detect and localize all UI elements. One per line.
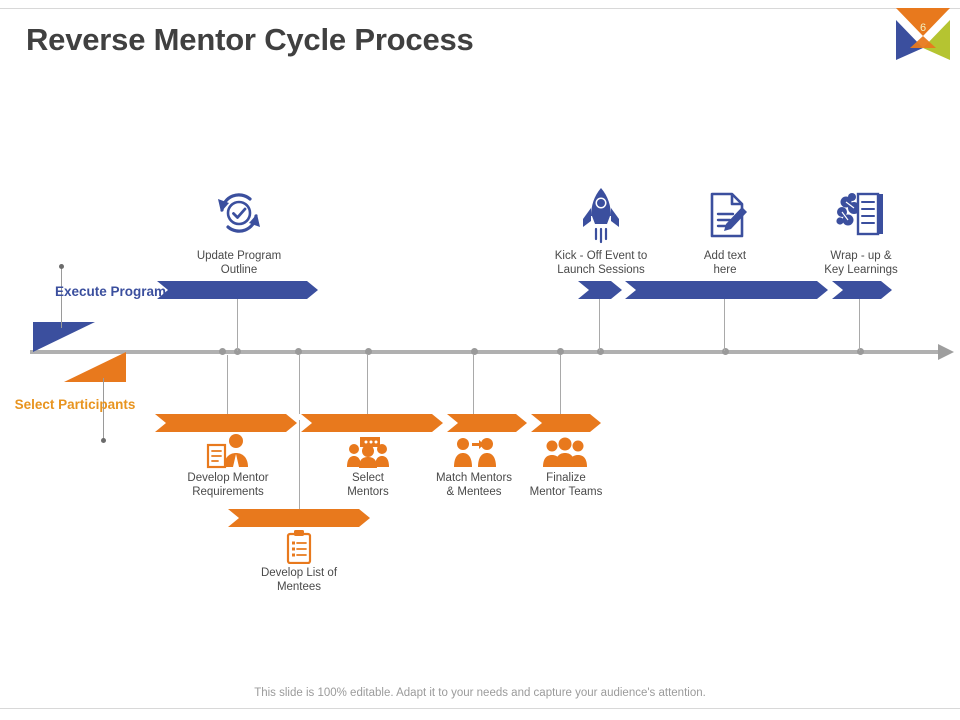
branch-triangle-blue: [33, 322, 95, 352]
axis-tick: [295, 348, 302, 355]
select-branch-stem: [103, 378, 104, 440]
branch-triangle-orange: [64, 352, 126, 382]
chevron-match-mentors-mentees[interactable]: [447, 414, 527, 432]
step-label-match-mentors-mentees: Match Mentors & Mentees: [435, 472, 513, 498]
chevron-body: [531, 414, 601, 432]
logo-number: 6: [919, 22, 927, 34]
chevron-wrap-up-key-learnings[interactable]: [832, 281, 892, 299]
chevron-body: [447, 414, 527, 432]
axis-tick: [365, 348, 372, 355]
step-label-kick-off-event: Kick - Off Event to Launch Sessions: [554, 250, 648, 276]
chevron-kick-off-event[interactable]: [578, 281, 622, 299]
people-discussion-icon: [346, 435, 390, 469]
bottom-divider: [0, 708, 960, 709]
document-pen-icon: [706, 190, 750, 240]
axis-tick: [219, 348, 226, 355]
chevron-add-text-here[interactable]: [625, 281, 828, 299]
logo-triangles-icon: [896, 8, 950, 60]
chevron-body: [228, 509, 370, 527]
person-document-icon: [206, 433, 250, 471]
chevron-body: [625, 281, 828, 299]
chevron-body: [578, 281, 622, 299]
two-people-arrow-icon: [453, 437, 497, 469]
timeline-arrowhead-icon: [938, 344, 954, 360]
connector-stem: [599, 299, 600, 351]
chevron-finalize-mentor-teams[interactable]: [531, 414, 601, 432]
book-brain-icon: [836, 190, 886, 238]
step-label-add-text-here: Add text here: [703, 250, 747, 276]
step-label-develop-list-of-mentees: Develop List of Mentees: [260, 567, 338, 593]
chevron-body: [832, 281, 892, 299]
axis-tick: [234, 348, 241, 355]
rocket-icon: [578, 186, 624, 246]
step-label-finalize-mentor-teams: Finalize Mentor Teams: [529, 472, 603, 498]
refresh-check-icon: [214, 188, 264, 238]
execute-branch-dot: [59, 264, 64, 269]
connector-stem: [367, 355, 368, 414]
connector-stem: [724, 299, 725, 351]
select-branch-dot: [101, 438, 106, 443]
logo: 6: [892, 8, 954, 60]
step-label-select-mentors: Select Mentors: [347, 472, 389, 498]
step-label-update-program-outline: Update Program Outline: [196, 250, 282, 276]
step-label-develop-mentor-requirements: Develop Mentor Requirements: [187, 472, 269, 498]
execute-branch-stem: [61, 268, 62, 328]
chevron-body: [157, 281, 318, 299]
timeline-axis: [30, 350, 943, 354]
chevron-develop-mentor-requirements[interactable]: [155, 414, 297, 432]
connector-stem: [299, 420, 300, 509]
branch-label-execute-program: Execute Program: [55, 284, 167, 299]
chevron-update-program-outline[interactable]: [157, 281, 318, 299]
footer-note: This slide is 100% editable. Adapt it to…: [254, 687, 706, 699]
axis-tick: [597, 348, 604, 355]
connector-stem: [299, 355, 300, 414]
branch-label-select-participants: Select Participants: [14, 397, 136, 412]
axis-tick: [722, 348, 729, 355]
chevron-develop-list-of-mentees[interactable]: [228, 509, 370, 527]
axis-tick: [471, 348, 478, 355]
connector-stem: [560, 355, 561, 414]
step-label-wrap-up-key-learnings: Wrap - up & Key Learnings: [824, 250, 898, 276]
clipboard-list-icon: [286, 530, 312, 564]
connector-stem: [473, 355, 474, 414]
connector-stem: [227, 355, 228, 414]
axis-tick: [557, 348, 564, 355]
top-divider: [0, 8, 960, 9]
chevron-select-mentors[interactable]: [301, 414, 443, 432]
group-people-icon: [543, 437, 587, 469]
chevron-body: [155, 414, 297, 432]
axis-tick: [857, 348, 864, 355]
connector-stem: [859, 299, 860, 351]
page-title: Reverse Mentor Cycle Process: [26, 22, 474, 57]
chevron-body: [301, 414, 443, 432]
connector-stem: [237, 299, 238, 351]
